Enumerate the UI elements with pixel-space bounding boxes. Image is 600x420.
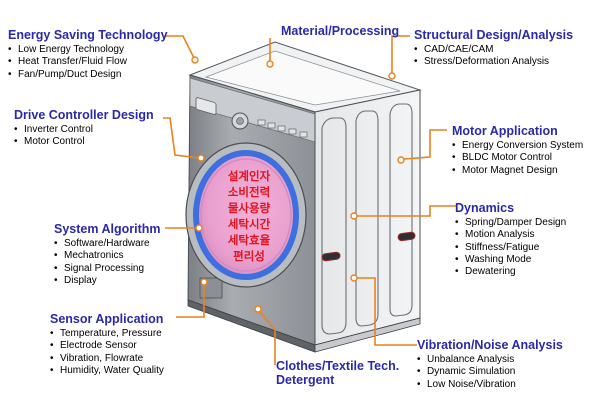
endpoint-motor: [397, 156, 405, 164]
dynamics-list: Spring/Damper Design Motion Analysis Sti…: [455, 217, 566, 278]
leader-clothes: [259, 311, 276, 365]
endpoint-clothes: [254, 305, 262, 313]
structural-title: Structural Design/Analysis: [414, 28, 574, 42]
endpoint-sensor: [200, 278, 208, 286]
group-vibration-noise: Vibration/Noise Analysis Unbalance Analy…: [417, 338, 563, 391]
door-text-line-6: 편리성: [233, 249, 265, 263]
sensor-list: Temperature, Pressure Electrode Sensor V…: [50, 328, 164, 377]
system-title: System Algorithm: [54, 222, 161, 236]
leader-dynamics: [357, 205, 456, 217]
leader-motor: [403, 129, 447, 160]
drive-title: Drive Controller Design: [14, 108, 154, 122]
list-item: Stress/Deformation Analysis: [414, 56, 573, 68]
list-item: Dewatering: [455, 266, 566, 278]
system-list: Software/Hardware Mechatronics Signal Pr…: [54, 238, 161, 287]
structural-list: CAD/CAE/CAM Stress/Deformation Analysis: [414, 44, 573, 69]
endpoint-drive: [197, 154, 205, 162]
motor-list: Energy Conversion System BLDC Motor Cont…: [452, 140, 583, 177]
list-item: Spring/Damper Design: [455, 217, 566, 229]
motor-title: Motor Application: [452, 124, 558, 138]
leader-endpoints: [191, 56, 405, 313]
group-structural: Structural Design/Analysis CAD/CAE/CAM S…: [414, 28, 573, 69]
group-system-algorithm: System Algorithm Software/Hardware Mecha…: [54, 222, 161, 287]
list-item: Temperature, Pressure: [50, 328, 164, 340]
group-dynamics: Dynamics Spring/Damper Design Motion Ana…: [455, 201, 566, 278]
clothes-title-line-2: Detergent: [276, 373, 335, 387]
material-title: Material/Processing: [281, 24, 400, 38]
list-item: Low Noise/Vibration: [417, 379, 563, 391]
right-grip: [397, 231, 416, 242]
group-clothes-textile: Clothes/Textile Tech. Detergent: [276, 359, 399, 387]
list-item: BLDC Motor Control: [452, 152, 583, 164]
door-text: 설계인자 소비전력 물사용량 세탁시간 세탁효율 편리성: [228, 169, 271, 263]
list-item: Display: [54, 275, 161, 287]
clothes-title-line-1: Clothes/Textile Tech.: [276, 359, 400, 373]
energy-title: Energy Saving Technology: [8, 28, 168, 42]
group-material: Material/Processing: [281, 24, 399, 38]
door-text-line-3: 물사용량: [228, 201, 271, 215]
list-item: Stiffness/Fatigue: [455, 242, 566, 254]
list-item: Energy Conversion System: [452, 140, 583, 152]
list-item: Unbalance Analysis: [417, 354, 563, 366]
side-ribs: [321, 103, 413, 335]
list-item: Motor Magnet Design: [452, 165, 583, 177]
energy-list: Low Energy Technology Heat Transfer/Flui…: [8, 44, 168, 81]
group-sensor-application: Sensor Application Temperature, Pressure…: [50, 312, 164, 377]
leader-vibration: [357, 277, 417, 346]
group-motor-application: Motor Application Energy Conversion Syst…: [452, 124, 583, 177]
list-item: Motor Control: [14, 136, 154, 148]
door-text-line-2: 소비전력: [228, 185, 270, 199]
list-item: Humidity, Water Quality: [50, 365, 164, 377]
door-text-line-4: 세탁시간: [228, 217, 271, 231]
washer-top-inner: [204, 50, 401, 106]
door-frame-blue: [193, 150, 299, 280]
dynamics-title: Dynamics: [455, 201, 515, 215]
list-item: Software/Hardware: [54, 238, 161, 250]
list-item: Inverter Control: [14, 124, 154, 136]
list-item: CAD/CAE/CAM: [414, 44, 573, 56]
endpoint-system: [195, 224, 203, 232]
left-grip: [321, 251, 341, 262]
leader-lines: [163, 35, 456, 365]
leader-energy: [164, 35, 196, 61]
list-item: Electrode Sensor: [50, 340, 164, 352]
endpoint-dynamics: [350, 212, 358, 220]
endpoint-vibration: [350, 274, 358, 282]
group-energy-saving: Energy Saving Technology Low Energy Tech…: [8, 28, 168, 81]
list-item: Mechatronics: [54, 250, 161, 262]
control-dial-center: [236, 117, 244, 125]
vibration-list: Unbalance Analysis Dynamic Simulation Lo…: [417, 354, 563, 391]
endpoint-energy: [191, 56, 199, 64]
list-item: Heat Transfer/Fluid Flow: [8, 56, 168, 68]
list-item: Motion Analysis: [455, 229, 566, 241]
control-buttons: [257, 119, 308, 138]
sensor-title: Sensor Application: [50, 312, 164, 326]
leader-structural: [391, 35, 410, 74]
leader-drive: [163, 117, 201, 159]
list-item: Fan/Pump/Duct Design: [8, 69, 168, 81]
leader-sensor: [176, 285, 205, 318]
endpoint-structural: [388, 72, 396, 80]
list-item: Low Energy Technology: [8, 44, 168, 56]
list-item: Signal Processing: [54, 263, 161, 275]
washer-side: [314, 89, 421, 346]
washer-body: 설계인자 소비전력 물사용량 세탁시간 세탁효율 편리성: [185, 41, 422, 353]
detergent-drawer: [195, 97, 217, 115]
endpoint-material: [266, 60, 274, 68]
drive-list: Inverter Control Motor Control: [14, 124, 154, 149]
list-item: Vibration, Flowrate: [50, 353, 164, 365]
group-drive-controller: Drive Controller Design Inverter Control…: [14, 108, 154, 149]
door-text-line-1: 설계인자: [228, 169, 271, 183]
washer-base-side: [314, 317, 421, 353]
door-text-line-5: 세탁효율: [228, 233, 271, 247]
vibration-title: Vibration/Noise Analysis: [417, 338, 563, 352]
list-item: Dynamic Simulation: [417, 366, 563, 378]
door-glass-edge: [200, 158, 292, 272]
list-item: Washing Mode: [455, 254, 566, 266]
